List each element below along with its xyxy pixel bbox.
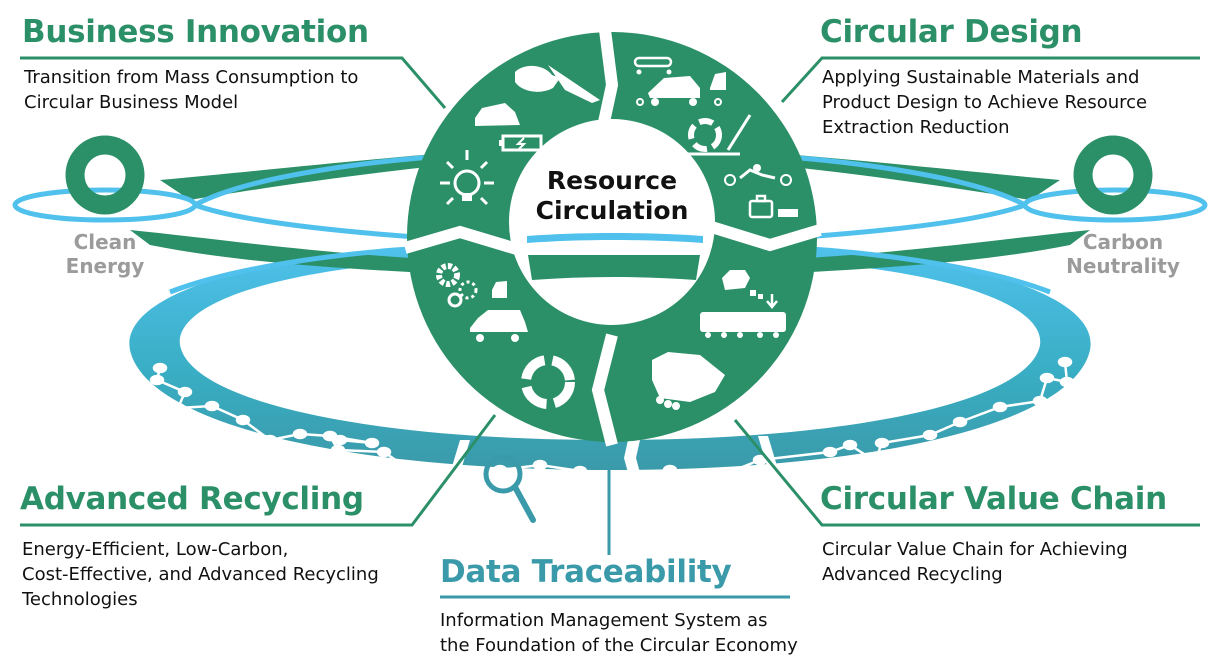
circular-value-chain-callout (733, 419, 1200, 527)
car-body-icon (470, 310, 528, 342)
network-node (376, 446, 392, 458)
recycle-icon (521, 355, 575, 409)
clean-energy-ring-icon (65, 135, 145, 215)
circular-value-chain-description: Circular Value Chain for Achieving Advan… (822, 539, 1128, 585)
network-node (874, 437, 890, 449)
advanced-recycling-title: Advanced Recycling (20, 481, 364, 517)
data-network-icon (149, 356, 1075, 482)
car-body-icon (636, 76, 722, 106)
callout-lines (20, 56, 1200, 527)
network-node (1057, 356, 1073, 368)
network-node (752, 454, 768, 466)
network-node (364, 437, 380, 449)
network-node (952, 416, 968, 428)
advanced-recycling-description: Energy-Efficient, Low-Carbon, Cost-Effec… (22, 539, 379, 610)
network-node (822, 446, 838, 458)
hand-giving-icon (515, 65, 600, 103)
ev-car-icon (475, 103, 520, 126)
business-innovation-description: Transition from Mass Consumption to Circ… (24, 67, 359, 113)
network-node (712, 470, 728, 482)
handshake-icon (652, 352, 725, 410)
center-label: Resource Circulation (535, 166, 689, 225)
circular-design-description: Applying Sustainable Materials and Produ… (822, 67, 1148, 138)
conveyor-icon (633, 56, 673, 75)
circular-value-chain-title: Circular Value Chain (820, 481, 1167, 517)
truck-icon (700, 312, 786, 338)
network-node (149, 374, 165, 386)
network-node (492, 464, 508, 476)
magnifier-icon (483, 454, 536, 523)
advanced-recycling-callout (20, 414, 497, 527)
network-node (292, 428, 308, 440)
network-node (842, 439, 858, 451)
clean-energy-label: Clean Energy (65, 230, 145, 278)
network-node (332, 434, 348, 446)
network-node (262, 434, 278, 446)
recycle-icon (688, 118, 722, 152)
network-node (1059, 376, 1075, 388)
business-innovation-callout (20, 56, 447, 109)
circular-design-title: Circular Design (820, 14, 1083, 50)
network-node (170, 402, 186, 414)
network-node (532, 459, 548, 471)
network-node (177, 386, 193, 398)
network-node (662, 464, 678, 476)
network-node (1032, 395, 1048, 407)
network-node (922, 429, 938, 441)
scrap-pile-icon (722, 270, 778, 309)
network-node (204, 400, 220, 412)
car-door-icon (492, 281, 507, 298)
data-traceability-title: Data Traceability (440, 554, 732, 590)
network-node (1039, 372, 1055, 384)
gears-icon (436, 263, 478, 308)
network-node (330, 444, 346, 456)
network-node (992, 401, 1008, 413)
molecule-icon (724, 164, 792, 186)
data-traceability-description: Information Management System as the Fou… (440, 610, 798, 656)
battery-charging-icon (499, 134, 543, 152)
business-innovation-title: Business Innovation (22, 14, 369, 50)
carbon-neutrality-ring-icon (1073, 135, 1153, 215)
network-node (867, 455, 883, 467)
circular-design-callout (780, 56, 1200, 104)
lightbulb-icon (440, 150, 494, 206)
network-node (402, 464, 418, 476)
network-node (235, 414, 251, 426)
network-node (572, 465, 588, 477)
battery-pack-icon (748, 194, 798, 219)
pencil-icon (688, 114, 752, 156)
resource-circulation-wheel (403, 29, 822, 447)
network-node (152, 362, 168, 374)
car-door-icon (710, 72, 726, 90)
carbon-neutrality-label: Carbon Neutrality (1066, 230, 1180, 278)
